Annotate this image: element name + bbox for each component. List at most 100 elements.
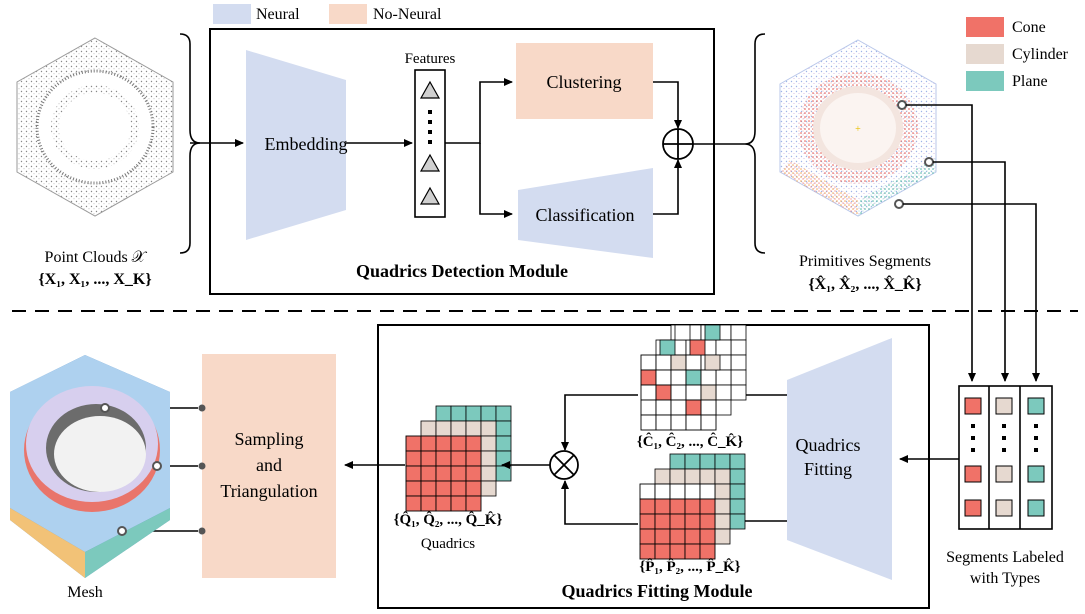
grid-p-back-cell [699,468,716,485]
bracket-right [744,33,766,254]
sample-point-2 [198,462,206,470]
q-formula: {Q̂₁, Q̂₂, ..., Q̂_K̂} [394,511,503,528]
arrow-cone-to-column [906,104,976,382]
grid-c-accent-cell [704,354,721,371]
grid-c-back-cell [730,369,747,386]
grid-q-back-cell [495,420,512,437]
grid-p-back-cell [669,468,686,485]
grid-p-front-cell [639,528,656,545]
arrow-features-to-clustering [445,78,513,144]
clustering-block [516,43,653,119]
grid-c-front-cell [700,399,717,416]
grid-q-front-cell [465,435,482,452]
mesh-plane-teal [85,508,170,578]
grid-q-back-cell [465,405,482,422]
grid-p-front-cell [654,513,671,530]
arrow-features-to-classification [479,143,513,218]
column-plane-cell-1 [1027,397,1045,415]
legend-cone-swatch [966,17,1004,37]
quadrics-label: Quadrics [421,536,475,552]
mesh-point-2 [152,461,162,471]
grid-q-front-cell [465,480,482,497]
p-formula: {P̂₁, P̂₂, ..., P̂_K̂} [639,558,740,575]
grid-q-front-cell [465,495,482,512]
grid-c-back-cell [730,324,747,341]
grid-c-front-cell [670,354,687,371]
grid-p-front-cell [639,498,656,515]
sampling-block [202,354,336,578]
grid-q-back-cell [495,465,512,482]
detection-module-title: Quadrics Detection Module [356,261,568,281]
grid-c-front-cell [640,399,657,416]
mesh-hole [54,416,146,492]
arrow-plane-to-column [903,203,1040,382]
grid-p-back-cell [729,453,746,470]
grid-p-front-cell [654,528,671,545]
features-label: Features [405,51,456,67]
sampling-line1: Sampling [234,429,303,449]
grid-q-front-cell [405,450,422,467]
grid-p-back-cell [714,498,731,515]
grid-p-back-cell [729,468,746,485]
grid-q-front-cell [450,465,467,482]
grid-c-accent-cell [674,324,691,341]
grid-c-front-cell [700,414,717,431]
legend-neural-swatch [213,4,251,24]
grid-p-front-cell [684,543,701,560]
legend-cylinder-swatch [966,44,1004,64]
grid-p-back-cell [714,453,731,470]
grid-p-front-cell [699,528,716,545]
legend-types: Cone Cylinder Plane [966,17,1069,91]
grid-p-back-cell [684,468,701,485]
arrow-c-to-multiply [561,394,638,451]
grid-p-front-cell [639,513,656,530]
segments-hole [820,93,896,163]
column-plane-cell-3 [1027,499,1045,517]
grid-q-front-cell [450,480,467,497]
grid-p-back-cell [669,453,686,470]
grid-q-back-cell [495,435,512,452]
segments-label: Primitives Segments [799,253,931,270]
grid-q-back-cell [450,405,467,422]
grid-q-back-cell [495,405,512,422]
c-formula: {Ĉ₁, Ĉ₂, ..., Ĉ_K̂} [637,432,743,450]
grid-p-front-cell [699,498,716,515]
column-plane-cell-2 [1027,465,1045,483]
grid-p-back-cell [714,483,731,500]
grid-p-back-cell [729,513,746,530]
grid-q-back-cell [480,450,497,467]
grid-q-front-cell [450,450,467,467]
grid-q-back-cell [480,435,497,452]
arrow-classification-to-sum [653,159,682,215]
mesh-label: Mesh [67,584,103,601]
grid-p-front-cell [669,483,686,500]
grid-p-front-cell [699,483,716,500]
legend-plane-label: Plane [1012,73,1048,90]
grid-q-front-cell [420,435,437,452]
grid-q-front-cell [435,495,452,512]
input-label: Point Clouds 𝒳 [45,249,148,266]
grid-p-front-cell [699,543,716,560]
grid-c-front-cell [670,414,687,431]
quadrics-fitting-block [787,338,892,580]
column-cone-cell-3 [964,499,982,517]
grid-c-front-cell [655,369,672,386]
column-cylinder-cell-3 [995,499,1013,517]
embedding-block [246,50,346,240]
segments-formula: {X̂₁, X̂₂, ..., X̂_K̂} [808,275,921,293]
legend-cylinder-label: Cylinder [1012,46,1069,63]
grid-p-front-cell [669,513,686,530]
grid-q-back-cell [420,420,437,437]
grid-c-front-cell [700,384,717,401]
segments-center-mark: + [855,124,861,135]
legend-no-neural-label: No-Neural [373,6,442,23]
sum-operator-icon [662,128,694,160]
grid-p-back-cell [714,468,731,485]
legend-cone-label: Cone [1012,19,1046,36]
grid-q-front-cell [465,450,482,467]
mesh-plane-orange [10,508,85,578]
segment-pick-cylinder [924,157,934,167]
segments-plane-orange [780,160,858,216]
grid-c-front-cell [640,354,657,371]
